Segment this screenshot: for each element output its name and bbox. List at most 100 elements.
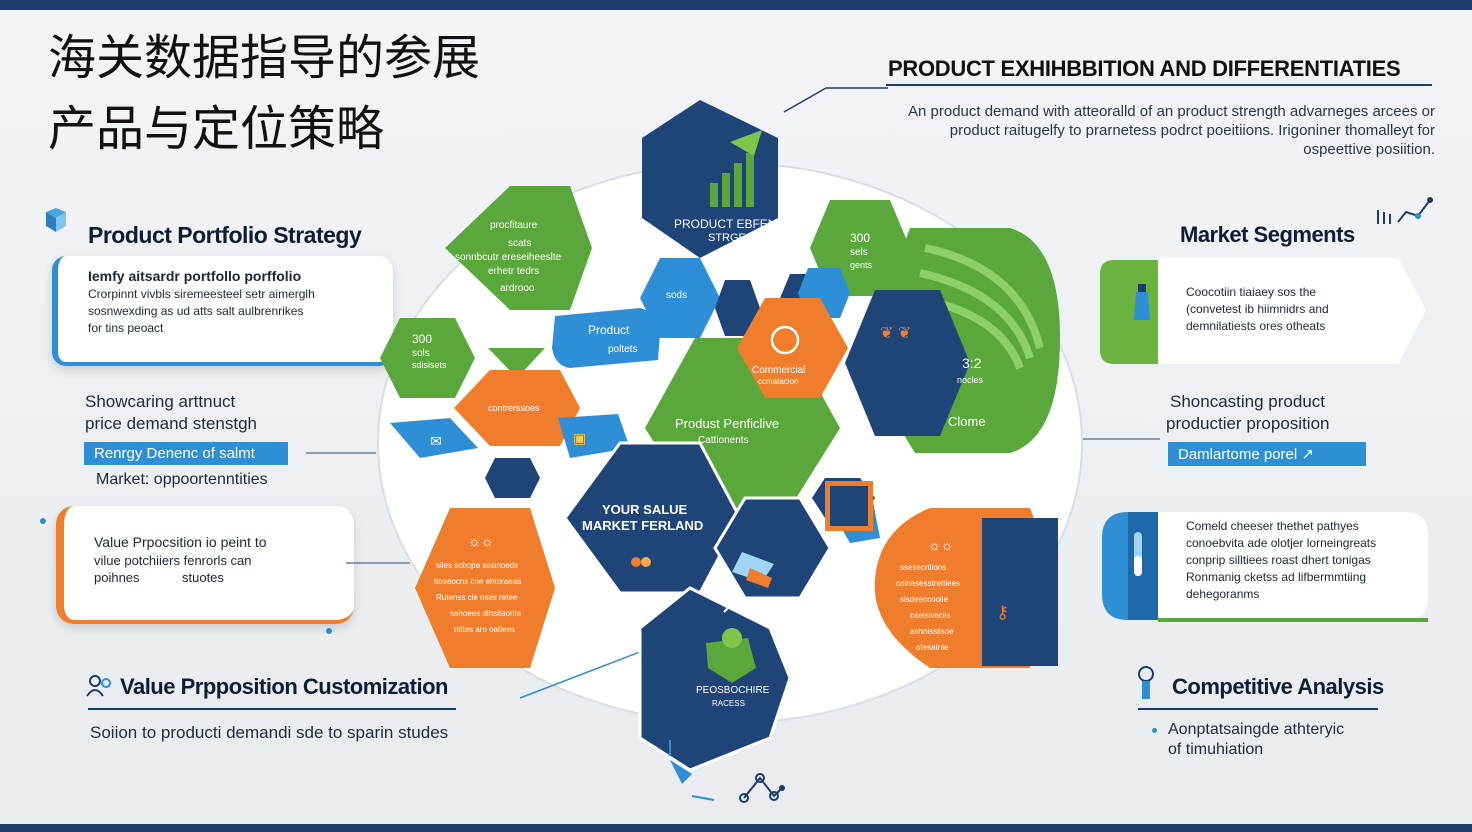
hex-orange-left-icon: ☼☼ (468, 533, 494, 549)
hex-blue-right-icon1: ❦ ❦ (880, 325, 911, 342)
hex-orange-center (737, 298, 848, 398)
left-mid-pill: Renrgy Denenc of salmt (84, 442, 288, 465)
hex-orange-right-text3: sisdeeccooiie (900, 595, 949, 604)
bottom-bar (0, 824, 1472, 832)
hex-orange-small-text: contrerssoes (488, 403, 540, 413)
hex-orange-right-icon: ☼☼ (928, 537, 954, 553)
hex-green-tl-text2: scats (508, 238, 531, 249)
competitive-line1: Aonptatsaingde athteryic (1168, 721, 1345, 738)
top-bar (0, 0, 1472, 10)
hex-product-label (552, 308, 660, 368)
vp-custom-text: Soiion to producti demandi sde to sparin… (90, 723, 449, 742)
value-card: Value Prpocsition io peint to vilue potc… (56, 506, 354, 624)
vp-custom-title: Value Prpposition Customization (120, 674, 448, 699)
title-cn-line1: 海关数据指导的参展 (48, 30, 481, 86)
market-segments-line3: demnilatiests ores otheats (1186, 319, 1326, 333)
hex-top-blue-label2: STRGEST (708, 232, 760, 244)
hex-blue-small-text: sods (666, 290, 687, 301)
right-card2-line4: Ronmanig cketss ad lifbermmtiing (1186, 570, 1367, 584)
hex-green-right-small-text2: sels (850, 247, 868, 258)
dot (326, 628, 332, 634)
cube-icon (46, 208, 66, 232)
right-card2-line5: dehegoranms (1186, 587, 1260, 601)
hex-orange-center-text2: ccmatacion (758, 377, 798, 386)
hex-green-right-small-text1: 300 (850, 231, 870, 245)
right-card2-line1: Comeld cheeser thethet pathyes (1186, 519, 1359, 533)
hex-orange-left-text4: sahoees dihsitaorite (450, 609, 522, 618)
hex-orange-small (454, 370, 580, 446)
figure-icon (669, 740, 715, 801)
portfolio-card-heading: Iemfy aitsardr portfollo porffolio (88, 268, 302, 284)
hex-blue-right-text1: 3:2 (962, 355, 982, 371)
hex-green-center-text1: Produst Penficlive (675, 416, 779, 431)
hex-product-label-text1: Product (588, 323, 630, 337)
right-header-line3: ospeettive posiition. (1303, 141, 1435, 158)
right-header-title: PRODUCT EXHIHBBITION AND DIFFERENTIATIES (888, 56, 1401, 81)
hex-orange-center-text1: Commercial (752, 365, 805, 376)
hex-orange-left-text3: Rutenss cle oses retee (436, 593, 518, 602)
hex-clone-text: Clome (948, 414, 986, 429)
badge-icon (1138, 666, 1154, 699)
hex-blue-small (640, 258, 720, 338)
hex-green-tl-text4: erhetr tedrs (488, 266, 539, 277)
portfolio-card-line1: Crorpinnt vivbls siremeesteel setr aimer… (88, 287, 315, 301)
network-icon (1377, 197, 1433, 224)
market-segments-line1: Coocotiin tiaiaey sos the (1186, 285, 1317, 299)
left-mid-connector (306, 452, 376, 454)
icon-coins: ▣ (573, 430, 586, 446)
hex-orange-right-text2: coinesesstrettiees (896, 579, 960, 588)
market-segments-line2: (convetest ib hiimnidrs and (1186, 302, 1329, 316)
right-mid-connector (1040, 438, 1160, 440)
value-card-line3b: stuotes (182, 570, 224, 585)
hex-orange-left-text1: siles scbopa sesinoeds (436, 561, 518, 570)
hex-cluster: PRODUCT EBFENEIID STRGEST procfitaure sc… (377, 100, 1083, 772)
right-card2-line2: conoebvita ade olotjer lorneingreats (1186, 536, 1377, 550)
hex-orange-left-text2: tioeaocns cne ehtoraeas (434, 577, 521, 586)
hex-orange-right-key-icon: ⚷ (996, 602, 1009, 622)
hex-green-tl (445, 186, 592, 310)
right-header-underline (886, 84, 1432, 86)
right-mid-pill: Damlartome porel ↗ (1168, 442, 1366, 466)
hex-orange-right-text1: ssesecrtiions (900, 563, 946, 572)
value-card-line3a: poihnes (94, 570, 140, 585)
market-segments-title: Market Segments (1180, 222, 1355, 247)
hex-orange-right-text4: caeisiveciis (910, 611, 950, 620)
hex-green-small-text3: sdisisets (412, 360, 447, 370)
bottle-icon (1134, 284, 1150, 320)
hex-product-label-text2: poltets (608, 344, 637, 355)
hex-orange-left-text5: ntites aro oatiees (454, 625, 515, 634)
hex-orange-right-text5: ashnissiisoe (910, 627, 954, 636)
right-mid-line2: productier proposition (1166, 414, 1330, 433)
right-header-line2: product raitugelfy to prarnetess podrct … (949, 122, 1435, 139)
people-icon (86, 675, 111, 697)
portfolio-card: Iemfy aitsardr portfollo porffolio Crorp… (52, 256, 393, 366)
hex-green-tl-text3: sonnbcutr ereseiheeslte (455, 252, 562, 263)
left-mid-line3: Market: oppoortenntities (96, 471, 268, 488)
right-mid-pill-label: Damlartome porel (1178, 446, 1298, 463)
dot (1152, 728, 1157, 733)
hex-green-small-text2: sols (412, 348, 430, 359)
svg-text:✉: ✉ (430, 433, 442, 449)
competitive-title: Competitive Analysis (1172, 674, 1384, 699)
portfolio-card-line3: for tins peoact (88, 321, 164, 335)
competitive-line2: of timuhiation (1168, 741, 1264, 758)
value-card-line1: Value Prpocsition io peint to (94, 534, 267, 550)
hex-green-small (380, 318, 475, 398)
hex-bottom-dark-text1: PEOSBOCHIRE (696, 685, 770, 696)
portfolio-title: Product Portfolio Strategy (88, 222, 362, 248)
title-cn-line2: 产品与定位策略 (48, 101, 385, 157)
hex-green-right-small-text3: gents (850, 260, 873, 270)
hex-green-center-text2: Cattionents (698, 435, 749, 446)
vp-custom-underline (88, 708, 456, 710)
value-card-line2: vilue potchiiers fenrorls can (94, 553, 252, 568)
hex-green-tl-text1: procfitaure (490, 220, 538, 231)
hex-top-blue-label1: PRODUCT EBFENEIID (674, 217, 800, 231)
hex-blue-right-text2: nocles (957, 375, 984, 385)
competitive-underline (1138, 708, 1378, 710)
hex-center-dark-text2: MARKET FERLAND (582, 518, 703, 533)
tube-icon (1134, 532, 1142, 576)
right-header-line1: An product demand with atteoralld of an … (908, 103, 1435, 120)
right-mid-line1: Shoncasting product (1170, 392, 1325, 411)
hex-orange-right-text6: otesatnie (916, 643, 949, 652)
hex-blue-right (845, 290, 970, 436)
